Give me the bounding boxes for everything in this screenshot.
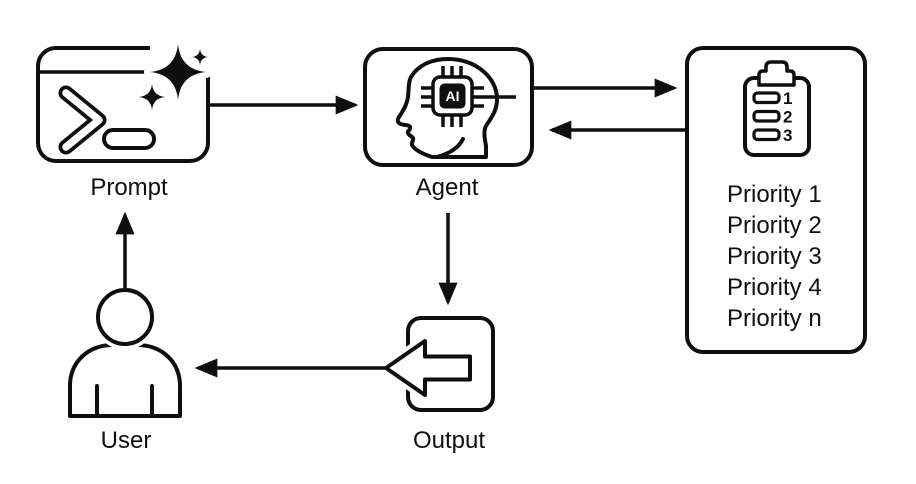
chip-ai-text: AI <box>446 88 460 104</box>
priority-list: Priority 1 Priority 2 Priority 3 Priorit… <box>727 179 822 334</box>
clipboard-number-1: 1 <box>783 89 792 108</box>
priority-item-n: Priority n <box>727 305 822 332</box>
agent-node: AI <box>363 47 534 167</box>
left-arrow-export-icon <box>384 339 472 397</box>
output-label: Output <box>412 427 486 454</box>
prompt-node <box>36 38 214 163</box>
head-ai-chip-icon: AI <box>395 57 516 159</box>
prompt-label: Prompt <box>90 174 168 201</box>
priority-box <box>685 46 867 354</box>
sparkle-medium <box>139 84 165 110</box>
user-label: User <box>100 427 152 454</box>
user-figure <box>68 284 182 418</box>
sparkle-small <box>192 49 208 65</box>
priority-item-4: Priority 4 <box>727 274 822 301</box>
clipboard-number-3: 3 <box>783 126 792 145</box>
sparkles-icon <box>134 38 214 115</box>
priority-item-1: Priority 1 <box>727 181 822 208</box>
priority-item-2: Priority 2 <box>727 212 822 239</box>
head-jaw-line <box>435 137 465 159</box>
output-node <box>380 316 495 412</box>
priority-item-3: Priority 3 <box>727 243 822 270</box>
person-head <box>96 288 154 346</box>
terminal-icon <box>58 85 156 155</box>
clipboard-rows: 1 2 3 <box>752 89 792 145</box>
clipboard-icon: 1 2 3 <box>743 60 811 157</box>
person-torso <box>68 343 182 418</box>
clipboard-number-2: 2 <box>783 108 792 127</box>
clipboard-clip <box>757 60 796 87</box>
priority-panel: 1 2 3 <box>685 46 867 354</box>
flow-arrows <box>115 78 687 378</box>
terminal-underscore <box>102 128 156 150</box>
person-icon <box>68 284 182 418</box>
terminal-chevron-inner <box>62 89 103 151</box>
sparkle-large <box>150 44 206 100</box>
agent-label: Agent <box>415 174 479 201</box>
chip-core <box>439 83 466 109</box>
